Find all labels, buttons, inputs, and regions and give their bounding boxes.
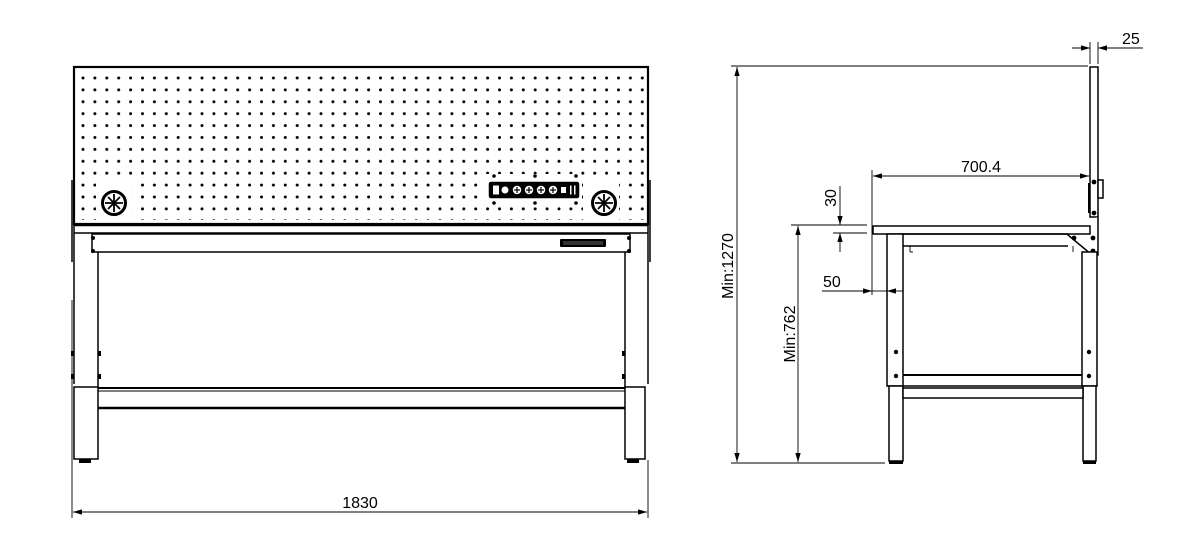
dimension-top-thickness: 30: [823, 186, 867, 252]
pegboard-side: [1089, 66, 1099, 218]
dimension-width: 1830: [71, 300, 649, 518]
dimension-label-top-thickness: 30: [823, 189, 840, 207]
dimension-pegboard-thickness: 25: [1072, 31, 1143, 64]
fan-icon-right: [591, 190, 617, 216]
bracket: [1067, 179, 1104, 256]
apron: [91, 233, 631, 253]
front-view: 1830: [71, 65, 651, 518]
dimension-label-top-overhang: 50: [823, 274, 841, 291]
dimension-label-pegboard-thickness: 25: [1122, 31, 1140, 48]
dimension-label-total-height: Min:1270: [720, 233, 737, 299]
fan-icon-left: [101, 190, 127, 216]
dimension-work-height: Min:762: [782, 224, 867, 462]
dimension-top-overhang: 50: [822, 274, 903, 294]
dimension-label-work-height: Min:762: [782, 305, 799, 362]
dimension-label-top-depth: 700.4: [961, 159, 1001, 176]
legs-front: [71, 252, 646, 463]
dimension-top-depth: 700.4: [871, 159, 1089, 295]
stretcher: [98, 387, 625, 410]
side-view: 25 700.4 Min:1270 Min:762 30: [720, 31, 1143, 464]
legs-side: [886, 233, 1098, 464]
worktop-side: [872, 225, 1091, 235]
dimension-label-width: 1830: [342, 495, 378, 512]
worktop-front: [73, 223, 649, 384]
pegboard: [71, 65, 651, 262]
power-strip: [488, 174, 580, 205]
dimension-total-height: Min:1270: [720, 65, 1088, 464]
